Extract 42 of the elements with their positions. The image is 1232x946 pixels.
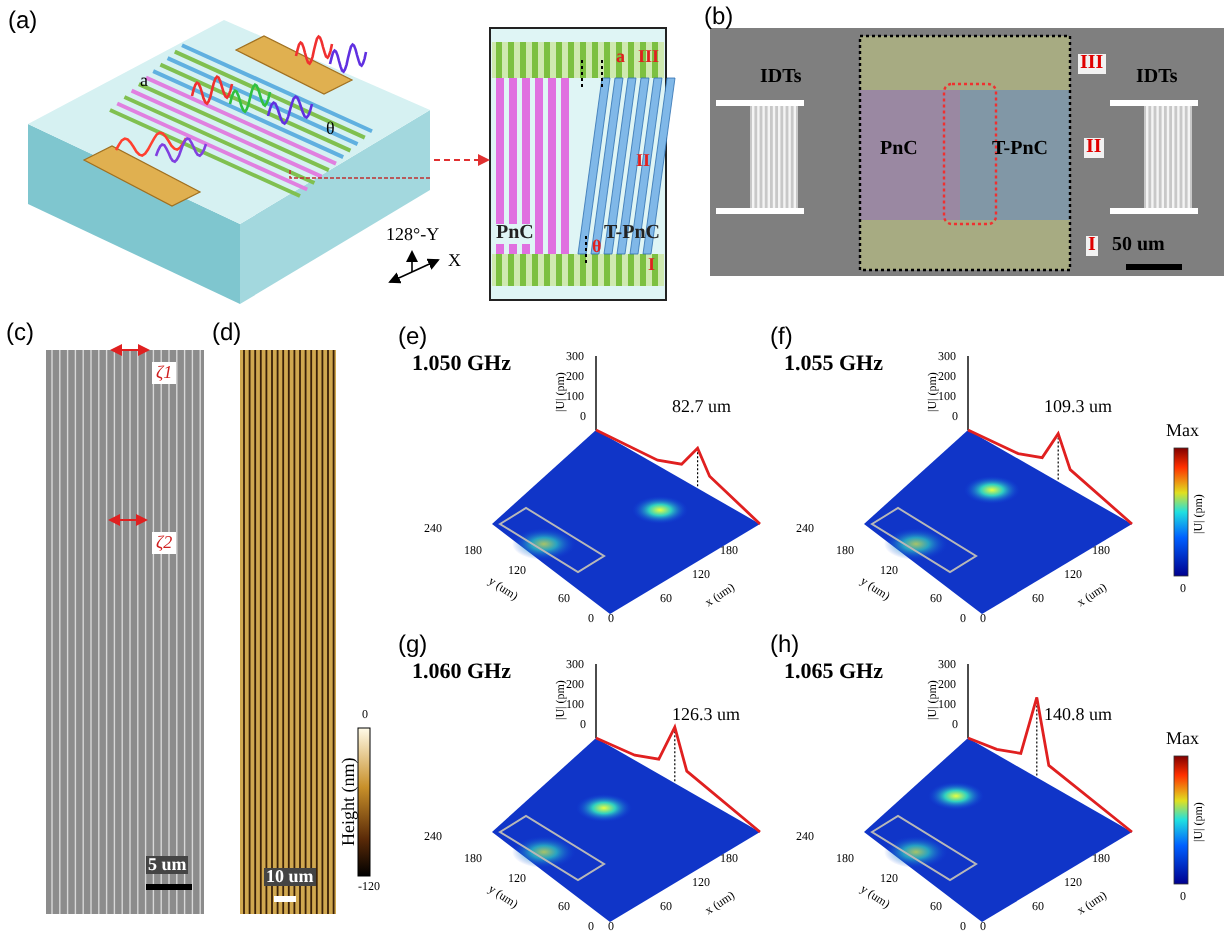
device-label: IDTs	[760, 68, 802, 88]
panel-label: (c)	[6, 320, 34, 344]
orientation-label: 128°-Y	[386, 226, 440, 244]
peak-position: 82.7 um	[672, 398, 732, 416]
region-label: I	[648, 256, 656, 274]
region-label: T-PnC	[604, 224, 660, 244]
panel-label: (b)	[704, 4, 734, 28]
angle-label: θ	[592, 238, 602, 256]
region-label: I	[1086, 236, 1098, 256]
peak-position: 109.3 um	[1044, 398, 1113, 416]
region-label: T-PnC	[992, 140, 1048, 160]
panel-label: (a)	[8, 8, 38, 32]
colorbar-label: Max	[1166, 730, 1199, 748]
arrow	[433, 154, 490, 166]
frequency-label: 1.060 GHz	[412, 662, 511, 684]
angle-label: θ	[326, 120, 335, 138]
frequency-label: 1.055 GHz	[784, 354, 883, 376]
device-label: IDTs	[1136, 68, 1178, 88]
colorbar-title: Height (nm)	[340, 757, 358, 846]
peak-position: 126.3 um	[672, 706, 741, 724]
region-label: PnC	[880, 140, 918, 160]
colorbar-label: Max	[1166, 422, 1199, 440]
region-label: III	[1078, 54, 1106, 74]
orientation-label: X	[448, 252, 461, 270]
marker-label: ζ2	[152, 532, 177, 554]
scale-text: 50 um	[1112, 236, 1165, 256]
region-label: II	[1084, 138, 1104, 158]
peak-position: 140.8 um	[1044, 706, 1113, 724]
scale-text: 5 um	[146, 856, 189, 874]
panel-label: (f)	[770, 324, 793, 348]
marker-label: ζ1	[152, 362, 177, 384]
layout-drawing	[489, 27, 676, 301]
frequency-label: 1.065 GHz	[784, 662, 883, 684]
region-label: II	[636, 152, 651, 170]
panel-label: (g)	[398, 632, 428, 656]
panel-label: (d)	[212, 320, 242, 344]
frequency-label: 1.050 GHz	[412, 354, 511, 376]
region-label: PnC	[496, 224, 534, 244]
dimension-label: a	[140, 72, 148, 90]
panel-label: (e)	[398, 324, 428, 348]
scale-text: 10 um	[264, 868, 316, 886]
panel-label: (h)	[770, 632, 800, 656]
